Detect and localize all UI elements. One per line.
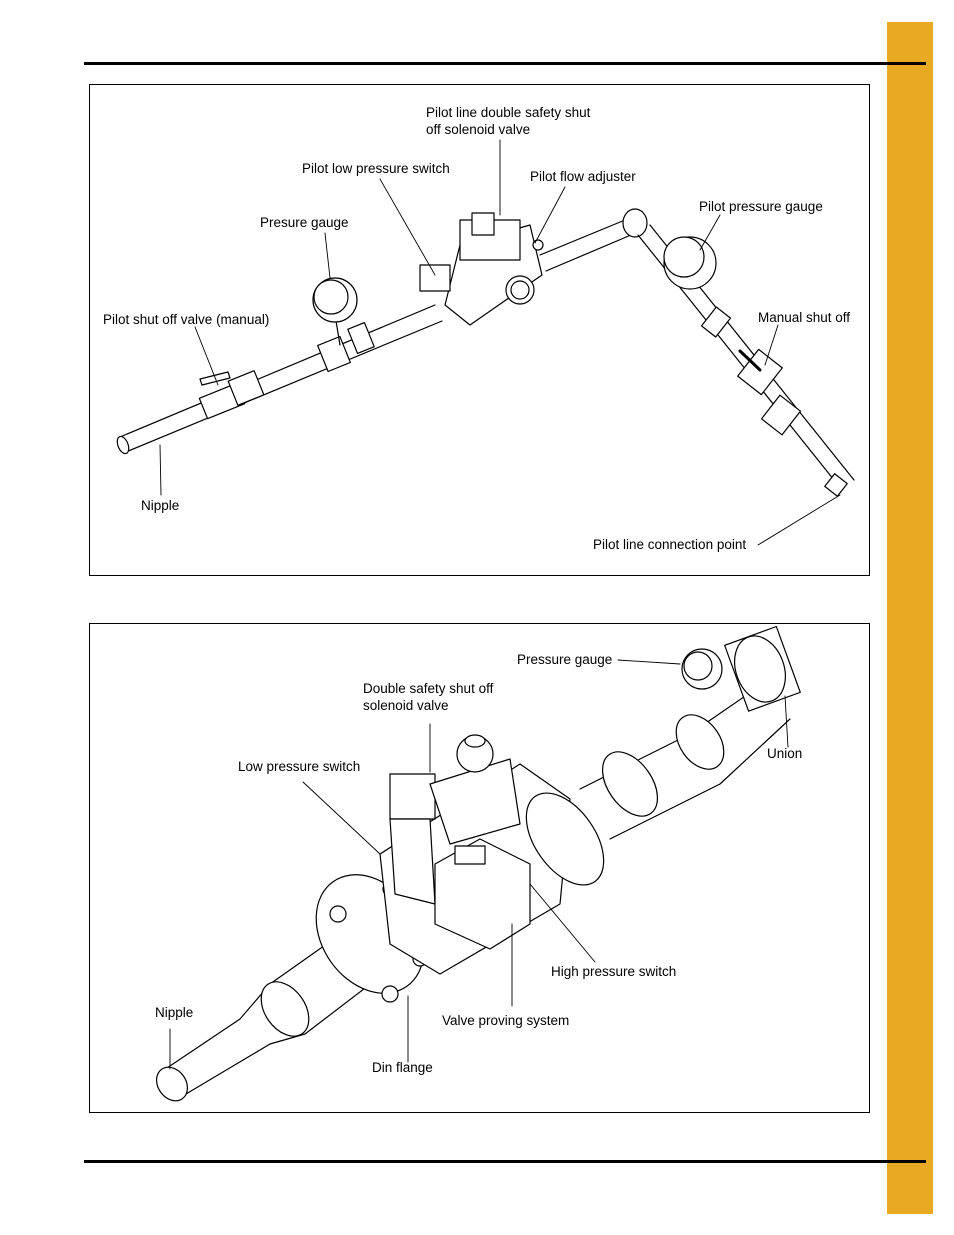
label-high-pressure-switch: High pressure switch xyxy=(551,964,677,979)
bottom-rule xyxy=(84,1160,926,1163)
figure-pilot-line: Pilot line double safety shut off soleno… xyxy=(89,84,870,576)
label-nipple: Nipple xyxy=(155,1005,194,1020)
pilot-line-drawing xyxy=(116,139,855,546)
top-rule xyxy=(84,62,926,65)
label-solenoid-valve: Pilot line double safety shut off soleno… xyxy=(426,105,591,137)
figure-main-gas-train: Pressure gauge Double safety shut off so… xyxy=(89,623,870,1113)
main-gas-train-drawing xyxy=(155,625,801,1102)
label-solenoid-valve: Double safety shut off solenoid valve xyxy=(363,681,494,713)
label-shut-off-valve: Pilot shut off valve (manual) xyxy=(103,312,270,327)
side-tab xyxy=(887,22,933,1214)
label-low-pressure-switch: Pilot low pressure switch xyxy=(302,161,450,176)
label-din-flange: Din flange xyxy=(372,1060,433,1075)
label-nipple: Nipple xyxy=(141,498,180,513)
label-manual-shut-off: Manual shut off xyxy=(758,310,851,325)
label-flow-adjuster: Pilot flow adjuster xyxy=(530,169,636,184)
label-low-pressure-switch: Low pressure switch xyxy=(238,759,361,774)
label-pressure-gauge: Pressure gauge xyxy=(517,652,613,667)
label-union: Union xyxy=(767,746,803,761)
label-pilot-pressure-gauge: Pilot pressure gauge xyxy=(699,199,823,214)
label-valve-proving: Valve proving system xyxy=(442,1013,570,1028)
label-presure-gauge: Presure gauge xyxy=(260,215,349,230)
label-connection-point: Pilot line connection point xyxy=(593,537,747,552)
